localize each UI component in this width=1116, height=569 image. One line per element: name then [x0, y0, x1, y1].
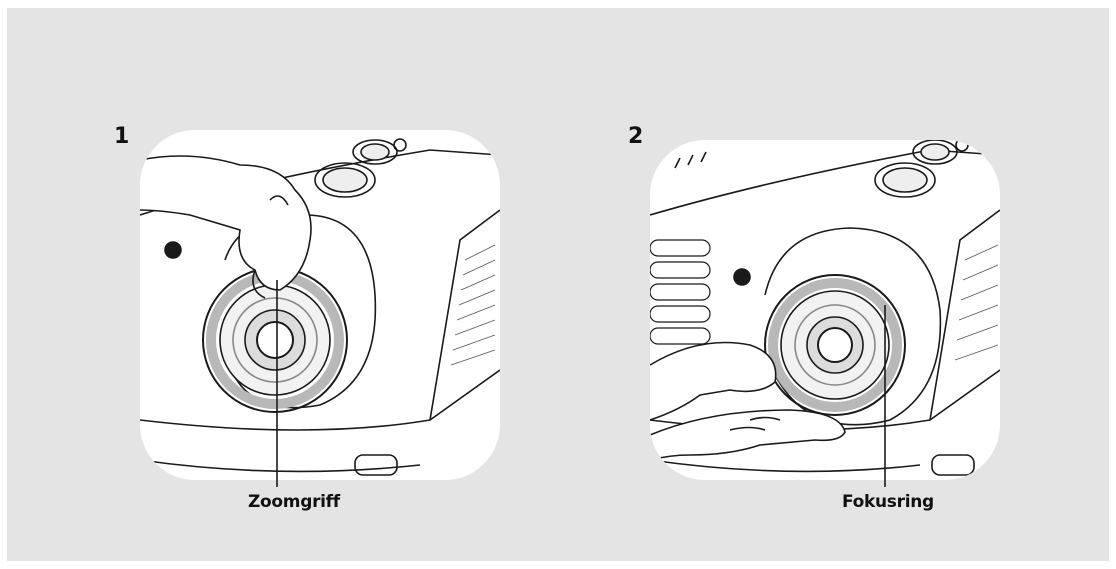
lens-shift-dials [314, 138, 407, 198]
projector-illustration-focus [650, 140, 1000, 487]
lens-shift-dials [874, 140, 969, 198]
projector-foot [354, 454, 398, 476]
hand-zoom [140, 155, 312, 291]
lens-hood [764, 227, 942, 426]
projector-side-edge [429, 209, 500, 421]
projector-foot [931, 454, 975, 476]
callout-focus-ring: Fokusring [842, 492, 934, 512]
step-number-2: 2 [628, 124, 644, 149]
step-number-1: 1 [114, 124, 130, 149]
projector-bottom-edge [140, 369, 500, 431]
side-vent [450, 244, 496, 366]
lens [764, 274, 906, 416]
projector-illustration-zoom [140, 130, 500, 487]
callout-zoom-lever: Zoomgriff [248, 492, 340, 512]
front-vent [650, 239, 711, 345]
ir-sensor [733, 268, 751, 286]
surface-marks [674, 151, 707, 169]
hand-lower [650, 409, 846, 461]
ir-sensor [164, 241, 182, 259]
hand-upper [650, 341, 777, 421]
